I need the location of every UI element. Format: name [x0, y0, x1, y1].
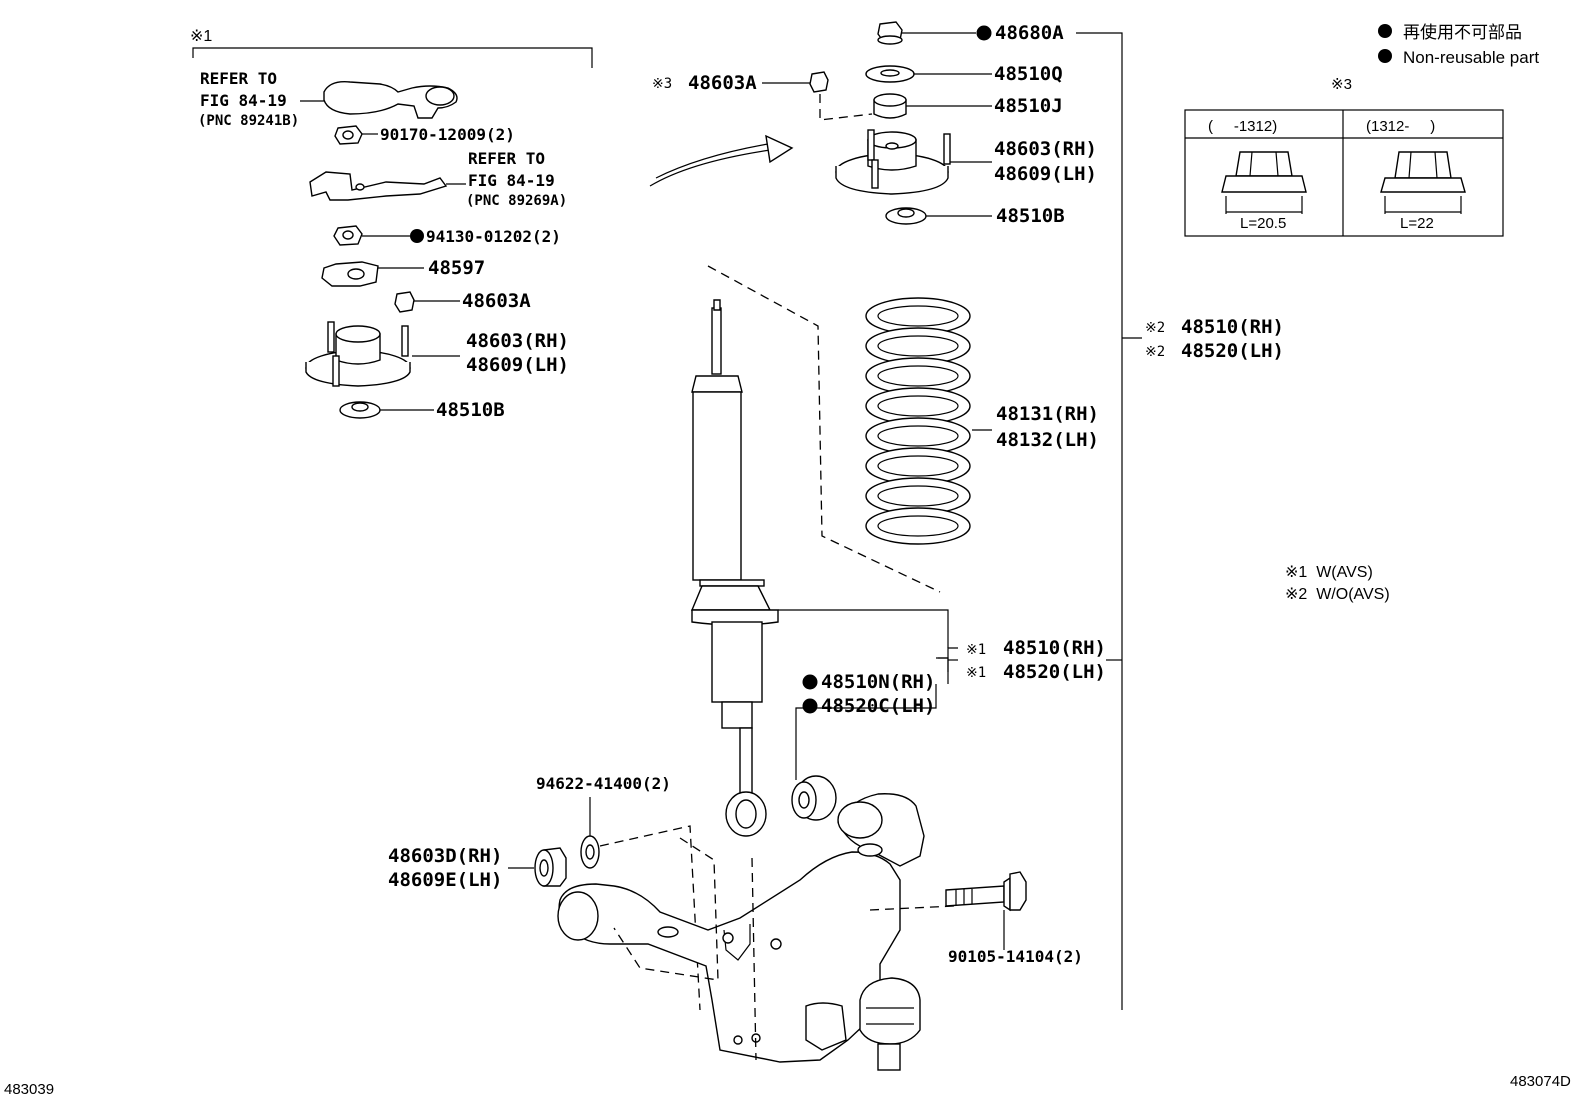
part-48603D: 48603D(RH): [388, 845, 502, 867]
spring-coil-inner: [877, 305, 959, 327]
avs-group-title: ※1: [190, 28, 212, 45]
assembly2-prefix-1: ※2: [1145, 320, 1165, 336]
note-1: ※1 W(AVS): [1285, 564, 1373, 581]
note3-col2-header: (1312- ): [1366, 118, 1435, 135]
part-48603A-prefix: ※3: [652, 76, 672, 92]
avs-group: ※1 REFER TO FIG 84-19 (PNC 89241B) 90170…: [190, 28, 593, 421]
part-48132: 48132(LH): [996, 429, 1099, 451]
nut-part: [394, 291, 415, 313]
bushing-part: [791, 775, 837, 821]
bolt-part: [945, 871, 1027, 912]
legend-non-reusable-en: Non-reusable part: [1403, 48, 1539, 67]
corner-code-left: 483039: [4, 1081, 54, 1098]
nut-part: [877, 21, 903, 45]
non-reusable-dot-icon: [1378, 49, 1392, 63]
part-48680A: 48680A: [995, 22, 1064, 44]
assembly2-48510: 48510(RH): [1181, 316, 1284, 338]
refer2-line2: FIG 84-19: [468, 171, 555, 190]
plate-part: [321, 261, 379, 287]
non-reusable-dot-icon: [976, 25, 992, 41]
part-48603A-upper: 48603A: [688, 72, 757, 94]
part-48510N: 48510N(RH): [821, 671, 935, 693]
non-reusable-dot-icon: [802, 674, 818, 690]
part-48510J: 48510J: [994, 95, 1063, 117]
spring-coil-inner: [877, 335, 959, 357]
legend: 再使用不可部品 Non-reusable part: [1378, 22, 1539, 67]
flange-nut-icon: [1380, 151, 1466, 214]
upper-parts: 48680A ※3 48603A 48510Q 48510J: [652, 21, 1123, 1010]
refer1-line3: (PNC 89241B): [198, 113, 299, 129]
move-arrow-icon: [649, 134, 794, 187]
washer-part: [580, 835, 600, 869]
shock-absorber-part: [690, 299, 779, 837]
note3-table-title: ※3: [1331, 76, 1352, 93]
strut-mount-part: [835, 129, 951, 195]
spring-coil-inner: [877, 515, 959, 537]
non-reusable-dot-icon: [410, 229, 424, 243]
strut-mount-part: [305, 321, 411, 387]
part-90170: 90170-12009(2): [380, 125, 515, 144]
bushing-part: [873, 93, 907, 119]
washer-part: [885, 207, 927, 225]
part-48597: 48597: [428, 257, 485, 279]
part-48609-upper: 48609(LH): [994, 163, 1097, 185]
part-48131: 48131(RH): [996, 403, 1099, 425]
part-48603-avs: 48603(RH): [466, 330, 569, 352]
refer1-line1: REFER TO: [200, 69, 277, 88]
part-48603A-avs: 48603A: [462, 290, 531, 312]
note3-col1-length: L=20.5: [1240, 215, 1286, 232]
flange-nut-icon: [1221, 151, 1307, 214]
note-2: ※2 W/O(AVS): [1285, 586, 1390, 603]
non-reusable-dot-icon: [1378, 24, 1392, 38]
spring-coil-inner: [877, 425, 959, 447]
part-48609E: 48609E(LH): [388, 869, 502, 891]
non-reusable-dot-icon: [802, 698, 818, 714]
assembly1-48510: 48510(RH): [1003, 637, 1106, 659]
bushing-part: [534, 847, 567, 887]
part-90105: 90105-14104(2): [948, 947, 1083, 966]
part-48520C: 48520C(LH): [821, 695, 935, 717]
part-48510B-avs: 48510B: [436, 399, 505, 421]
assembly2-prefix-2: ※2: [1145, 344, 1165, 360]
legend-non-reusable-ja: 再使用不可部品: [1403, 22, 1522, 42]
note3-col1-header: ( -1312): [1208, 118, 1277, 135]
coil-spring-part: [707, 265, 971, 593]
washer-part: [865, 65, 915, 83]
spring-coil-inner: [877, 455, 959, 477]
spring-coil-inner: [877, 395, 959, 417]
nut-part: [333, 225, 363, 246]
part-94130: 94130-01202(2): [426, 227, 561, 246]
corner-code-right: 483074D: [1510, 1073, 1571, 1090]
part-48609-avs: 48609(LH): [466, 354, 569, 376]
lower-control-arm-part: [557, 793, 925, 1071]
part-48510Q: 48510Q: [994, 63, 1063, 85]
assembly2-48520: 48520(LH): [1181, 340, 1284, 362]
spring-coil-inner: [877, 365, 959, 387]
part-48510B-upper: 48510B: [996, 205, 1065, 227]
assembly1-prefix-1: ※1: [966, 642, 986, 658]
part-48603-upper: 48603(RH): [994, 138, 1097, 160]
part-94622: 94622-41400(2): [536, 774, 671, 793]
refer1-line2: FIG 84-19: [200, 91, 287, 110]
nut-part: [809, 71, 829, 93]
refer2-line1: REFER TO: [468, 149, 545, 168]
note3-col2-length: L=22: [1400, 215, 1434, 232]
assembly1-48520: 48520(LH): [1003, 661, 1106, 683]
note3-table: ※3 ( -1312) (1312- ) L=20.5 L=22: [1184, 76, 1504, 237]
assembly1-prefix-2: ※1: [966, 665, 986, 681]
refer2-line3: (PNC 89269A): [466, 193, 567, 209]
washer-part: [339, 401, 381, 419]
bracket-part: [309, 171, 448, 201]
nut-part: [334, 125, 363, 145]
spring-coil-inner: [877, 485, 959, 507]
avs-actuator-part: [323, 81, 458, 119]
